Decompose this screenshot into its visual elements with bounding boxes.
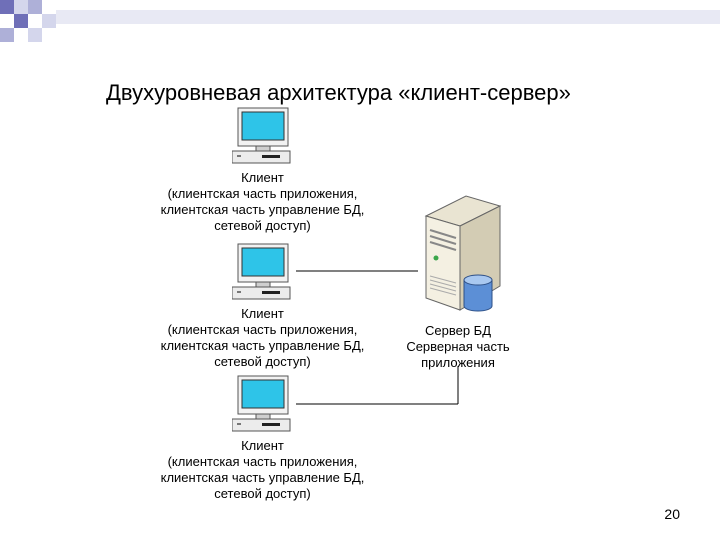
client-desc-line: клиентская часть управление БД, <box>160 202 365 217</box>
client-node-3: Клиент (клиентская часть приложения, кли… <box>140 374 385 502</box>
page-number: 20 <box>664 506 680 522</box>
server-desc-line: приложения <box>421 355 495 370</box>
client-label: Клиент <box>241 306 284 321</box>
client-node-1: Клиент (клиентская часть приложения, кли… <box>140 106 385 234</box>
decorative-squares <box>0 0 720 42</box>
client-desc-line: (клиентская часть приложения, <box>167 186 358 201</box>
client-label: Клиент <box>241 438 284 453</box>
server-node: Сервер БД Серверная часть приложения <box>400 190 516 371</box>
client-desc-line: (клиентская часть приложения, <box>167 454 358 469</box>
client-label: Клиент <box>241 170 284 185</box>
client-desc-line: сетевой доступ) <box>214 354 311 369</box>
computer-icon <box>231 375 290 432</box>
client-desc-line: клиентская часть управление БД, <box>160 470 365 485</box>
computer-icon <box>231 243 290 300</box>
server-icon <box>424 195 502 312</box>
slide-title: Двухуровневая архитектура «клиент-сервер… <box>106 80 571 105</box>
computer-icon <box>231 107 290 164</box>
client-desc-line: (клиентская часть приложения, <box>167 322 358 337</box>
server-label: Сервер БД <box>424 323 491 338</box>
client-desc-line: клиентская часть управление БД, <box>160 338 365 353</box>
client-desc-line: сетевой доступ) <box>214 486 311 501</box>
server-desc-line: Серверная часть <box>406 339 510 354</box>
client-node-2: Клиент (клиентская часть приложения, кли… <box>140 242 385 370</box>
client-desc-line: сетевой доступ) <box>214 218 311 233</box>
